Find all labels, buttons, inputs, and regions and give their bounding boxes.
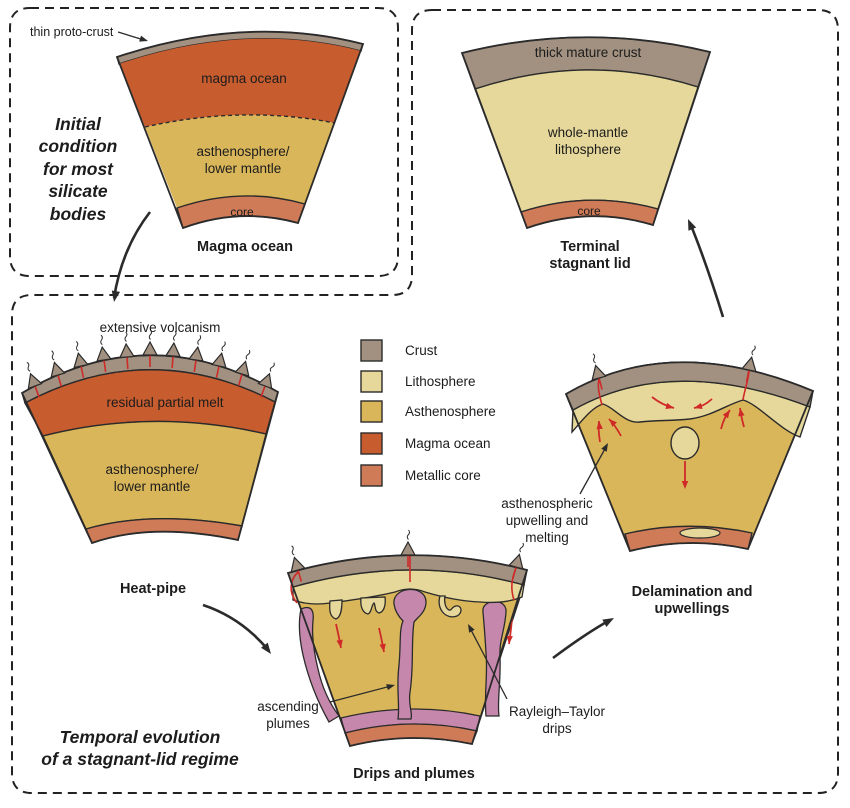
arrow-magma-to-heatpipe	[112, 211, 152, 299]
wedge-outline	[286, 554, 529, 748]
leader-proto-crust	[117, 31, 145, 41]
initial-condition-title: Initial condition for most silicate bodi…	[38, 114, 118, 224]
evolution-title: Temporal evolution of a stagnant-lid reg…	[41, 727, 239, 770]
legend-label-lithosphere: Lithosphere	[405, 374, 476, 389]
rayleigh-taylor-annotation: Rayleigh–Taylor drips	[508, 704, 606, 736]
legend-swatch-asthenosphere	[360, 400, 383, 423]
arrow-delamination-to-terminal	[688, 222, 725, 318]
magma-mantle-dashed-boundary	[144, 114, 336, 128]
magma-ocean-caption: Magma ocean	[197, 239, 293, 255]
magma-ocean-layer-label: magma ocean	[201, 71, 287, 86]
wedge-magma-ocean	[115, 30, 365, 230]
thick-crust-label: thick mature crust	[534, 45, 642, 60]
wedge-outline	[115, 30, 365, 230]
leader-rayleigh-taylor	[469, 627, 508, 700]
legend-label-metallic-core: Metallic core	[405, 468, 481, 483]
proto-crust-annotation: thin proto-crust	[30, 25, 114, 39]
terminal-stagnant-lid-caption: Terminal stagnant lid	[549, 239, 631, 273]
delamination-caption: Delamination and upwellings	[631, 584, 753, 618]
heat-pipe-caption: Heat-pipe	[119, 581, 187, 597]
delaminated-blob	[670, 426, 700, 460]
wedge-delamination	[564, 343, 815, 553]
leader-arrows	[117, 31, 607, 703]
legend-swatches	[360, 339, 383, 487]
leader-ascending-plumes	[329, 685, 392, 703]
layer-asthenosphere	[145, 114, 335, 208]
rayleigh-taylor-drip	[360, 596, 386, 615]
legend-label-magma-ocean: Magma ocean	[405, 436, 491, 451]
legend-label-crust: Crust	[405, 343, 438, 358]
rayleigh-taylor-drip	[438, 595, 462, 618]
wedge-drips-and-plumes	[283, 529, 531, 748]
wedge-outline	[460, 36, 712, 230]
evolution-box-border	[11, 9, 839, 794]
arrow-drips-to-delamination	[552, 618, 611, 660]
legend-swatch-metallic-core	[360, 464, 383, 487]
legend-swatch-crust	[360, 339, 383, 362]
wedge-heat-pipe	[19, 329, 281, 545]
core-label: core	[577, 204, 601, 218]
layer-magma-ocean	[119, 38, 361, 127]
arrow-heatpipe-to-drips	[202, 603, 271, 652]
wedge-terminal-stagnant-lid	[460, 36, 712, 230]
mantle-layer-label: asthenosphere/ lower mantle	[196, 144, 290, 176]
residual-melt-label: residual partial melt	[106, 395, 224, 410]
ascending-plume-center	[393, 588, 427, 720]
ascending-plume-left	[298, 606, 340, 723]
ascending-plume-right	[482, 600, 507, 717]
leader-upwelling	[579, 446, 607, 495]
sunken-lithosphere-lens	[679, 527, 721, 539]
legend-label-asthenosphere: Asthenosphere	[405, 404, 496, 419]
mantle-layer-label: asthenosphere/ lower mantle	[105, 462, 199, 494]
extensive-volcanism-annotation: extensive volcanism	[99, 320, 221, 335]
drips-and-plumes-caption: Drips and plumes	[353, 766, 475, 782]
wedge-outline	[20, 354, 280, 545]
asthenospheric-upwelling-annotation: asthenospheric upwelling and melting	[501, 496, 593, 545]
rayleigh-taylor-drip	[329, 599, 343, 620]
core-label: core	[230, 205, 254, 219]
legend-swatch-magma-ocean	[360, 432, 383, 455]
legend-swatch-lithosphere	[360, 370, 383, 393]
wedge-outline	[564, 361, 815, 553]
whole-mantle-lithosphere-label: whole-mantle lithosphere	[547, 125, 629, 157]
ascending-plumes-annotation: ascending plumes	[257, 699, 319, 731]
